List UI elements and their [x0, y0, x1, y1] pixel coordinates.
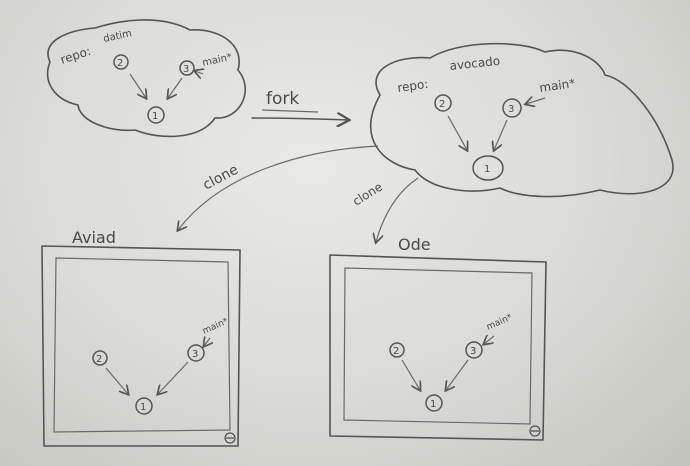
- commit-node-3: [179, 60, 195, 76]
- cloud-outline: [369, 42, 674, 198]
- arrow-2-to-1: [129, 73, 146, 98]
- commit-node-1: [472, 155, 504, 181]
- left-workstation-screen: Aviad 2 3 1 main*: [41, 228, 241, 447]
- arrow-2-to-1: [105, 367, 128, 394]
- owner-label: Aviad: [72, 228, 116, 247]
- commit-label-2: 2: [96, 354, 102, 365]
- commit-node-2: [389, 342, 405, 358]
- branch-label: main*: [201, 316, 230, 336]
- clone-relation-right: clone: [350, 177, 419, 242]
- arrow-2-to-1: [401, 359, 420, 390]
- commit-label-1: 1: [484, 164, 490, 175]
- power-button-icon[interactable]: [529, 425, 541, 437]
- branch-pointer-arrow: [195, 71, 203, 74]
- repo-label: repo:: [59, 44, 93, 67]
- clone-arrow-left: [178, 145, 379, 230]
- arrow-3-to-1: [494, 119, 508, 150]
- top-right-repo-cloud: repo: avocado 2 3 1 main*: [369, 42, 674, 198]
- repo-name: avocado: [449, 54, 501, 73]
- commit-label-2: 2: [439, 99, 445, 110]
- commit-label-3: 3: [192, 349, 198, 360]
- power-button-icon[interactable]: [224, 432, 236, 444]
- branch-pointer-arrow: [204, 338, 210, 346]
- branch-pointer-arrow: [526, 98, 546, 104]
- branch-label: main*: [538, 76, 576, 95]
- commit-label-2: 2: [117, 58, 123, 69]
- arrow-3-to-1: [168, 77, 183, 98]
- commit-label-2: 2: [393, 346, 399, 357]
- commit-node-3: [465, 341, 483, 359]
- commit-node-2: [113, 54, 129, 70]
- branch-pointer-arrow: [484, 336, 495, 344]
- cloud-outline: [46, 19, 247, 138]
- commit-node-1: [135, 397, 153, 415]
- commit-label-1: 1: [140, 402, 146, 413]
- clone-label-right: clone: [350, 180, 385, 209]
- screen-outer-frame: [41, 245, 241, 447]
- screen-outer-frame: [329, 254, 547, 441]
- fork-arrow: [251, 118, 348, 120]
- clone-label-left: clone: [200, 162, 241, 194]
- commit-node-3: [502, 98, 522, 118]
- screen-inner-frame: [343, 267, 533, 425]
- clone-arrow-right: [376, 177, 419, 242]
- branch-label: main*: [485, 312, 514, 332]
- commit-node-2: [434, 94, 452, 112]
- screen-inner-frame: [53, 257, 231, 433]
- commit-node-1: [425, 394, 443, 412]
- owner-label: Ode: [398, 235, 431, 254]
- fork-relation: fork: [251, 89, 348, 120]
- clone-relation-left: clone: [178, 145, 379, 230]
- arrow-2-to-1: [447, 115, 467, 150]
- commit-label-1: 1: [430, 399, 436, 410]
- commit-label-1: 1: [152, 111, 158, 122]
- commit-node-1: [147, 106, 165, 124]
- commit-label-3: 3: [183, 64, 189, 75]
- repo-label: repo:: [396, 77, 429, 95]
- arrow-3-to-1: [446, 359, 469, 390]
- commit-label-3: 3: [508, 104, 514, 115]
- commit-node-3: [187, 344, 205, 362]
- fork-underline: [261, 109, 319, 113]
- commit-label-3: 3: [470, 346, 476, 357]
- right-workstation-screen: Ode 2 3 1 main*: [329, 235, 547, 441]
- repo-name: datim: [102, 28, 133, 45]
- branch-label: main*: [201, 52, 233, 69]
- commit-node-2: [92, 350, 108, 366]
- top-left-repo-cloud: repo: datim 2 3 1 main*: [46, 19, 247, 138]
- fork-label: fork: [266, 89, 299, 109]
- arrow-3-to-1: [158, 361, 189, 394]
